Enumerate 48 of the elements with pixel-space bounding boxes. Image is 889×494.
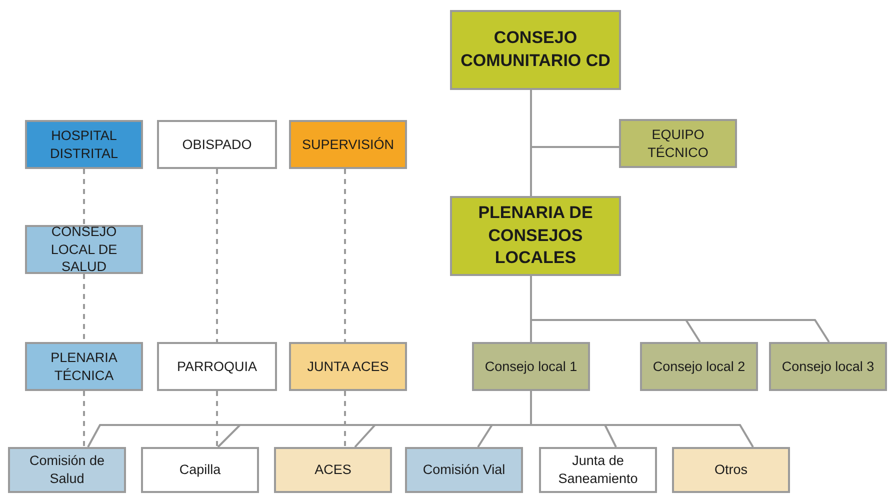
box-label: EQUIPO TÉCNICO [646, 126, 710, 162]
connector-line [530, 391, 754, 448]
org-box [640, 342, 758, 391]
org-box [472, 342, 590, 391]
box-label: Otros [714, 461, 748, 479]
box-label: SUPERVISIÓN [302, 136, 394, 154]
box-label: Capilla [179, 461, 221, 479]
box-label: Consejo local 3 [782, 358, 874, 376]
box-label: ACES [314, 461, 352, 479]
box-label: PLENARIA DE CONSEJOS LOCALES [477, 202, 594, 270]
org-box [405, 447, 523, 493]
org-box [450, 10, 621, 90]
org-box [289, 120, 407, 169]
box-label: Comisión Vial [422, 461, 506, 479]
org-box [25, 120, 143, 169]
box-label: CONSEJO COMUNITARIO CD [460, 27, 612, 72]
box-label: PLENARIA TÉCNICA [50, 348, 118, 384]
dashed-connector [83, 274, 85, 342]
org-box [141, 447, 259, 493]
dashed-connector [216, 391, 218, 447]
box-label: Consejo local 1 [484, 358, 578, 376]
org-box [8, 447, 126, 493]
org-box [619, 119, 737, 168]
org-box [289, 342, 407, 391]
box-label: Comisión de Salud [28, 452, 106, 488]
org-box [157, 342, 277, 391]
connector-line [530, 276, 830, 343]
org-box [25, 225, 143, 274]
org-box [539, 447, 657, 493]
dashed-connector [344, 169, 346, 342]
box-label: OBISPADO [182, 136, 252, 154]
org-box [769, 342, 887, 391]
org-box [274, 447, 392, 493]
dashed-connector [344, 391, 346, 447]
box-label: PARROQUIA [176, 358, 257, 376]
org-box [672, 447, 790, 493]
dashed-connector [216, 169, 218, 342]
org-box [450, 196, 621, 276]
box-label: Junta de Saneamiento [557, 452, 639, 488]
box-label: Consejo local 2 [652, 358, 746, 376]
connector-line [530, 90, 532, 196]
org-box [25, 342, 143, 391]
dashed-connector [83, 169, 85, 225]
dashed-connector [83, 391, 85, 447]
box-label: CONSEJO LOCAL DE SALUD [50, 223, 118, 276]
box-label: HOSPITAL DISTRITAL [48, 126, 119, 162]
org-box [157, 120, 277, 169]
box-label: JUNTA ACES [307, 358, 389, 376]
